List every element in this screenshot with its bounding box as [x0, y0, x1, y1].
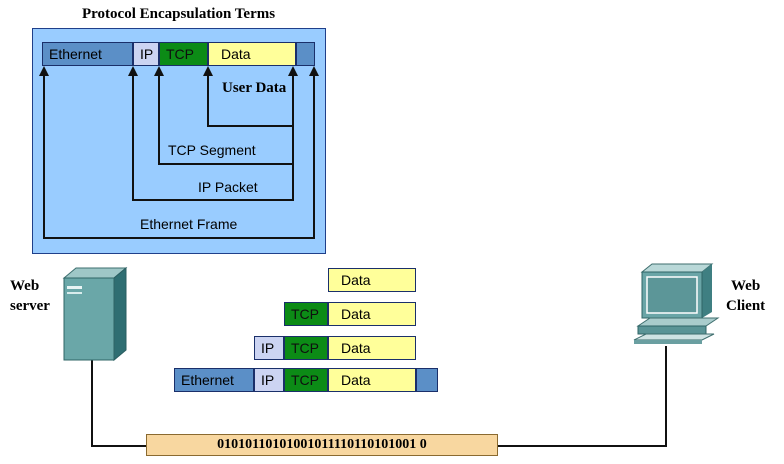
- web-server-label: Web server: [10, 276, 50, 316]
- label-ip-packet: IP Packet: [198, 179, 258, 195]
- bracket-ethernet-frame: [43, 72, 315, 239]
- header-tcp: TCP: [159, 42, 208, 66]
- diagram-title: Protocol Encapsulation Terms: [82, 6, 276, 22]
- bracket-ip-packet: [132, 72, 294, 201]
- header-ethernet: Ethernet: [42, 42, 133, 66]
- web-client-label-line2: Client: [726, 298, 766, 314]
- stack3-tcp: TCP: [284, 336, 328, 360]
- bracket-tcp-segment: [158, 72, 294, 165]
- header-trailer: [296, 42, 315, 66]
- stack1-data: Data: [328, 268, 416, 292]
- web-client-label-line1: Web: [730, 278, 761, 294]
- label-tcp-segment: TCP Segment: [168, 142, 256, 158]
- web-server-label-line1: Web: [10, 278, 40, 294]
- stack3-ip: IP: [254, 336, 284, 360]
- stack2-tcp: TCP: [284, 302, 328, 326]
- stack2-data: Data: [328, 302, 416, 326]
- label-user-data: User Data: [222, 80, 287, 96]
- stack4-data: Data: [328, 368, 416, 392]
- stack3-data: Data: [328, 336, 416, 360]
- computer-icon: [633, 263, 720, 344]
- bitstream: 01010110101001011110110101001 0: [146, 434, 498, 456]
- web-client-label: Web Client: [726, 276, 765, 316]
- stack4-trailer: [416, 368, 438, 392]
- header-data: Data: [208, 42, 296, 66]
- bracket-user-data: [207, 72, 294, 127]
- web-server-label-line2: server: [10, 298, 50, 314]
- network-cable: [91, 346, 667, 447]
- stack4-tcp: TCP: [284, 368, 328, 392]
- label-ethernet-frame: Ethernet Frame: [140, 216, 238, 232]
- server-icon: [62, 266, 128, 362]
- header-ip: IP: [133, 42, 159, 66]
- stack4-ethernet: Ethernet: [174, 368, 254, 392]
- stack4-ip: IP: [254, 368, 284, 392]
